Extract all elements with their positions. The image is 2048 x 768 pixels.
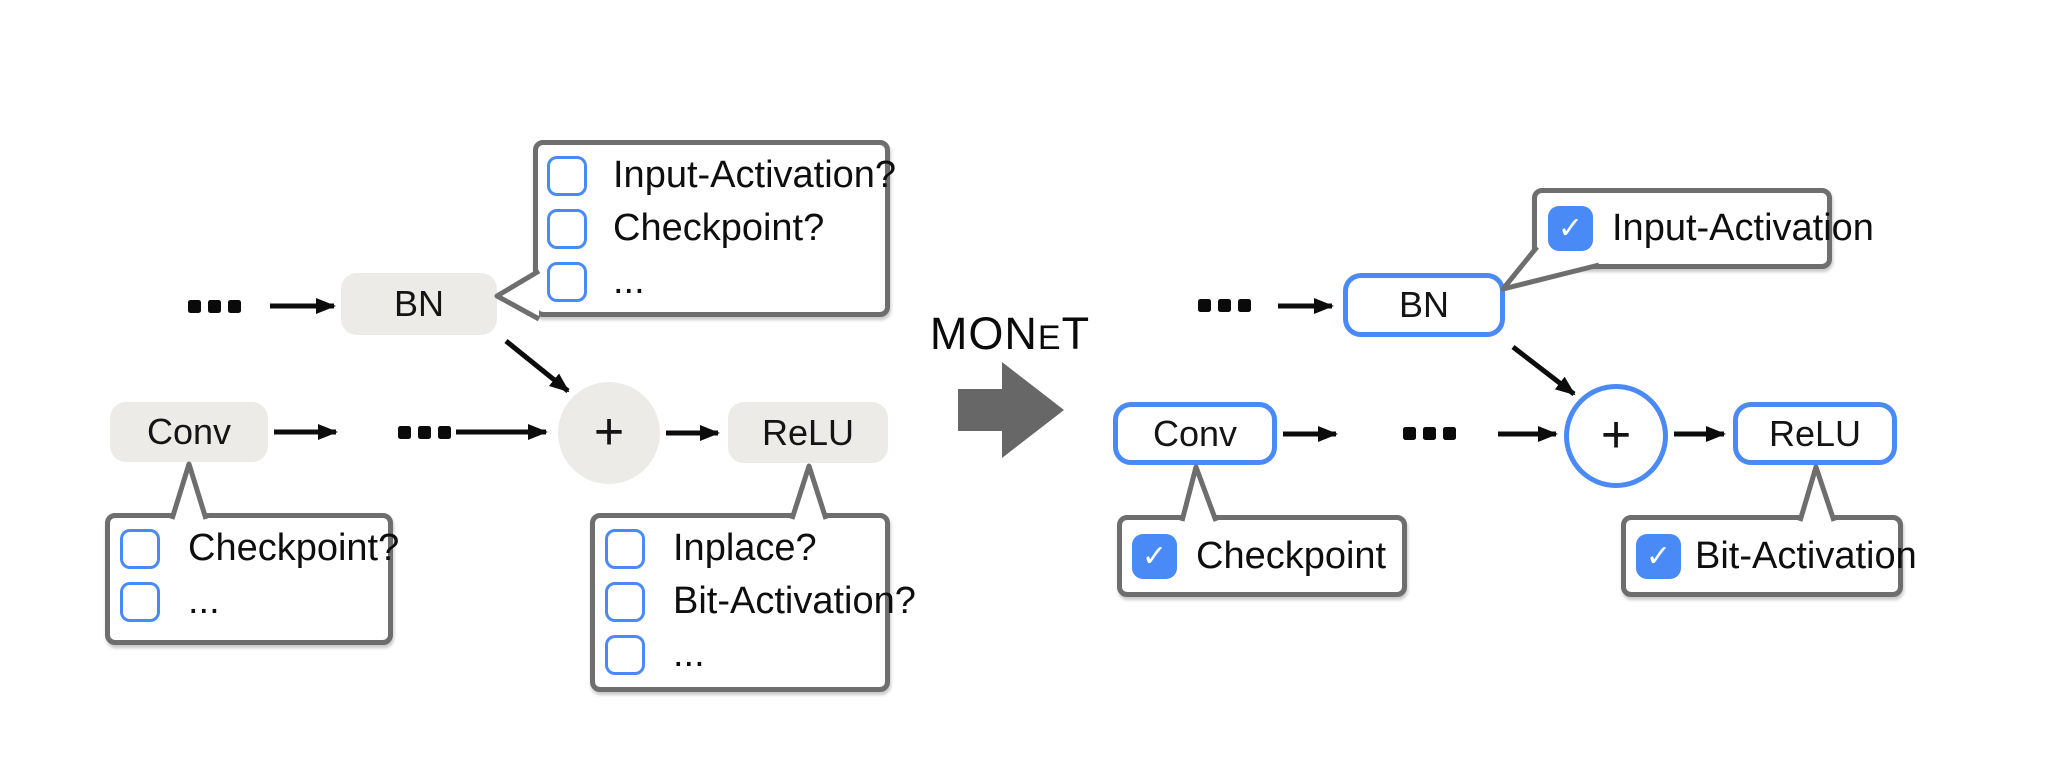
- transform-arrow: [958, 362, 1064, 458]
- check-icon: ✓: [1141, 539, 1168, 573]
- checkbox-more[interactable]: [605, 634, 645, 675]
- option-label: Bit-Activation?: [673, 580, 916, 622]
- ellipsis-left-row2: [398, 426, 451, 439]
- option-row: Checkpoint?: [110, 522, 399, 575]
- checkbox-bit-activation-checked[interactable]: ✓: [1636, 533, 1681, 579]
- node-add-left: +: [558, 382, 660, 484]
- option-row: Bit-Activation?: [595, 575, 916, 628]
- option-row: ✓ Checkpoint: [1122, 520, 1402, 592]
- option-label: Input-Activation: [1612, 207, 1874, 249]
- callout-tail-conv-left: [169, 461, 209, 520]
- option-label: Checkpoint?: [613, 207, 825, 249]
- plus-sign: +: [1600, 405, 1632, 464]
- checkbox-more[interactable]: [120, 581, 160, 622]
- option-label: ...: [673, 633, 705, 675]
- callout-relu-options-left: Inplace? Bit-Activation? ...: [590, 513, 916, 692]
- ellipsis-right-row1: [1198, 299, 1251, 312]
- check-icon: ✓: [1645, 539, 1672, 573]
- node-label: ReLU: [1768, 412, 1862, 454]
- option-row: ...: [538, 255, 885, 308]
- callout-relu-option-right: ✓ Bit-Activation: [1621, 515, 1917, 597]
- option-label: ...: [188, 580, 220, 622]
- node-relu-right: ReLU: [1733, 402, 1897, 465]
- node-bn-right: BN: [1343, 273, 1505, 337]
- node-label: BN: [1398, 284, 1449, 325]
- option-label: ...: [613, 260, 645, 302]
- callout-tail-relu-left: [789, 463, 829, 520]
- option-row: ...: [110, 575, 388, 628]
- option-row: ✓ Bit-Activation: [1626, 520, 1917, 592]
- checkbox-checkpoint[interactable]: [120, 528, 160, 569]
- node-add-right: +: [1564, 384, 1668, 488]
- node-label: BN: [393, 283, 444, 324]
- arrow-bn-to-add-left: [504, 339, 570, 393]
- ellipsis-left-row1: [188, 300, 241, 313]
- option-row: Inplace?: [595, 522, 885, 575]
- check-icon: ✓: [1557, 212, 1584, 245]
- option-row: Checkpoint?: [538, 202, 885, 255]
- option-label: Input-Activation?: [613, 154, 897, 196]
- node-bn-left: BN: [341, 273, 497, 335]
- option-label: Inplace?: [673, 527, 817, 569]
- checkbox-checkpoint-checked[interactable]: ✓: [1132, 533, 1177, 579]
- callout-tail-conv-right: [1179, 464, 1219, 522]
- checkbox-checkpoint[interactable]: [547, 208, 587, 249]
- callout-conv-options-left: Checkpoint? ...: [105, 513, 399, 645]
- option-label: Checkpoint: [1196, 534, 1387, 577]
- option-label: Checkpoint?: [188, 527, 400, 569]
- checkbox-inplace[interactable]: [605, 528, 645, 569]
- checkbox-input-activation[interactable]: [547, 155, 587, 196]
- node-label: ReLU: [761, 411, 855, 453]
- node-label: Conv: [146, 411, 232, 452]
- callout-conv-option-right: ✓ Checkpoint: [1117, 515, 1407, 597]
- callout-tail-relu-right: [1797, 464, 1837, 522]
- checkbox-input-activation-checked[interactable]: ✓: [1548, 206, 1593, 251]
- option-row: ✓ Input-Activation: [1537, 193, 1874, 264]
- callout-bn-options-left: Input-Activation? Checkpoint? ...: [533, 140, 896, 317]
- plus-sign: +: [593, 402, 625, 461]
- arrow-bn-to-add-right: [1511, 345, 1576, 396]
- node-conv-right: Conv: [1113, 402, 1277, 465]
- ellipsis-right-row2: [1403, 427, 1456, 440]
- option-row: ...: [595, 628, 885, 681]
- node-conv-left: Conv: [110, 402, 268, 462]
- checkbox-bit-activation[interactable]: [605, 581, 645, 622]
- option-row: Input-Activation?: [538, 149, 896, 202]
- node-label: Conv: [1152, 412, 1238, 454]
- option-label: Bit-Activation: [1695, 534, 1917, 577]
- checkbox-more[interactable]: [547, 261, 587, 302]
- node-relu-left: ReLU: [728, 402, 888, 463]
- callout-bn-option-right: ✓ Input-Activation: [1532, 188, 1874, 269]
